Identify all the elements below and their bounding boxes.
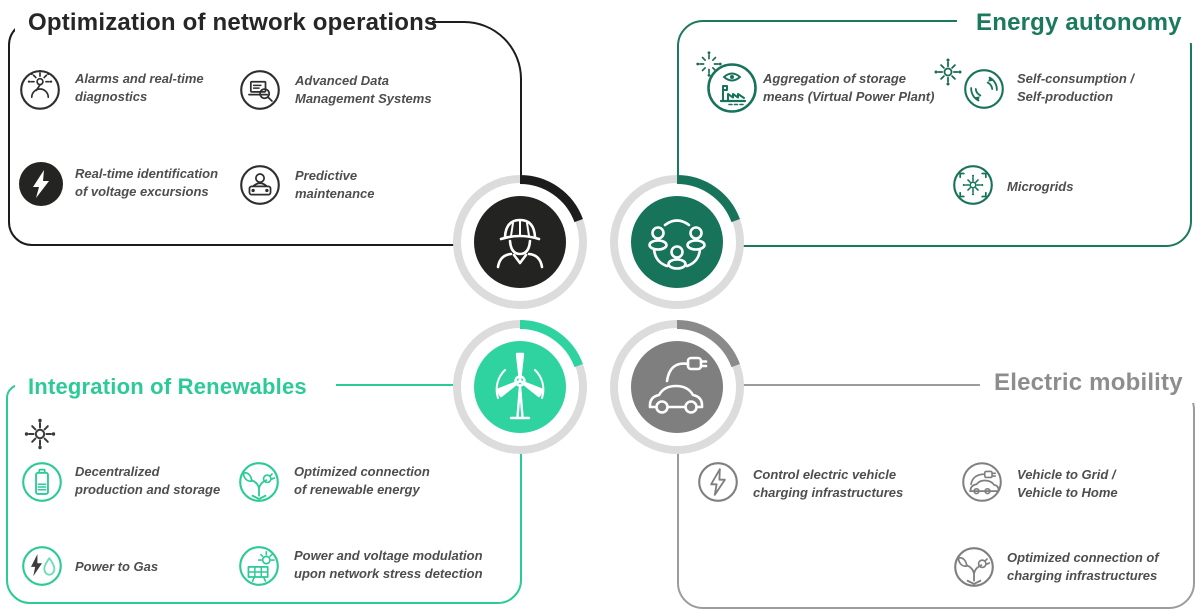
item-text-line: Self-production bbox=[1017, 88, 1114, 104]
community-energy-icon bbox=[631, 196, 723, 288]
item-text: Predictive maintenance bbox=[295, 167, 374, 202]
item-text: Power to Gas bbox=[75, 558, 158, 576]
item-text-line: of voltage excursions bbox=[75, 183, 209, 199]
network-burst-icon bbox=[22, 416, 58, 457]
voltage-excursions-icon bbox=[17, 160, 65, 208]
field-worker-icon bbox=[474, 196, 566, 288]
network-burst-icon bbox=[932, 56, 964, 93]
item-text: Power and voltage modulation upon networ… bbox=[294, 547, 483, 582]
item-text-line: Optimized connection of bbox=[1007, 550, 1159, 565]
item-text-line: production and storage bbox=[75, 481, 221, 497]
item-text-line: Control electric vehicle bbox=[753, 467, 897, 482]
electric-mobility-box bbox=[677, 384, 1195, 609]
battery-storage-icon bbox=[20, 460, 64, 504]
energy-autonomy-box bbox=[677, 20, 1192, 247]
item-text: Optimized connection of renewable energy bbox=[294, 463, 430, 498]
solar-modulation-icon bbox=[237, 544, 281, 588]
predictive-maintenance-icon bbox=[238, 163, 282, 207]
item-text: Aggregation of storage means (Virtual Po… bbox=[763, 70, 934, 105]
data-management-icon bbox=[238, 68, 282, 112]
item-text-line: Management Systems bbox=[295, 90, 432, 106]
item-text-line: Microgrids bbox=[1007, 179, 1074, 194]
item-text: Control electric vehicle charging infras… bbox=[753, 466, 903, 501]
title-text: Optimization of network operations bbox=[28, 9, 438, 36]
hub-network-operations bbox=[453, 175, 587, 309]
ev-charging-control-icon bbox=[696, 460, 740, 504]
item-text-line: Advanced Data bbox=[295, 73, 389, 88]
title-text: Energy autonomy bbox=[976, 9, 1182, 36]
alarms-diagnostics-icon bbox=[18, 67, 62, 111]
item-text-line: of renewable energy bbox=[294, 481, 420, 497]
hub-energy-autonomy bbox=[610, 175, 744, 309]
network-operations-title: Optimization of network operations bbox=[15, 3, 437, 43]
renewable-connection-icon bbox=[237, 460, 281, 504]
network-operations-box bbox=[8, 21, 522, 246]
item-text-line: charging infrastructures bbox=[1007, 567, 1158, 583]
vehicle-to-grid-icon bbox=[960, 460, 1004, 504]
title-text: Electric mobility bbox=[994, 369, 1183, 396]
wind-turbine-icon bbox=[474, 341, 566, 433]
item-text-line: diagnostics bbox=[75, 88, 148, 104]
item-text-line: upon network stress detection bbox=[294, 565, 483, 581]
item-text-line: Predictive bbox=[295, 168, 358, 183]
item-text-line: Optimized connection bbox=[294, 464, 430, 479]
renewables-title: Integration of Renewables bbox=[15, 370, 336, 403]
item-text: Advanced Data Management Systems bbox=[295, 72, 432, 107]
item-text-line: Vehicle to Home bbox=[1017, 484, 1118, 500]
item-text-line: charging infrastructures bbox=[753, 484, 904, 500]
item-text: Self-consumption / Self-production bbox=[1017, 70, 1134, 105]
item-text: Decentralized production and storage bbox=[75, 463, 220, 498]
item-text: Vehicle to Grid / Vehicle to Home bbox=[1017, 466, 1118, 501]
power-to-gas-icon bbox=[20, 544, 64, 588]
item-text-line: Aggregation of storage bbox=[763, 71, 907, 86]
item-text-line: Real-time identification bbox=[75, 166, 219, 181]
network-burst-icon bbox=[694, 49, 724, 84]
item-text-line: Power to Gas bbox=[75, 559, 159, 574]
title-text: Integration of Renewables bbox=[28, 373, 307, 399]
item-text: Real-time identification of voltage excu… bbox=[75, 165, 218, 200]
electric-mobility-title: Electric mobility bbox=[980, 363, 1197, 403]
item-text: Alarms and real-time diagnostics bbox=[75, 70, 204, 105]
item-text-line: maintenance bbox=[295, 185, 375, 201]
self-consumption-icon bbox=[962, 67, 1006, 111]
energy-autonomy-title: Energy autonomy bbox=[957, 3, 1197, 43]
hub-renewables bbox=[453, 320, 587, 454]
microgrids-icon bbox=[951, 163, 995, 207]
item-text: Optimized connection of charging infrast… bbox=[1007, 549, 1159, 584]
item-text-line: Decentralized bbox=[75, 464, 160, 479]
hub-electric-mobility bbox=[610, 320, 744, 454]
item-text-line: means (Virtual Power Plant) bbox=[763, 88, 935, 104]
electric-vehicle-icon bbox=[631, 341, 723, 433]
item-text: Microgrids bbox=[1007, 178, 1073, 196]
item-text-line: Power and voltage modulation bbox=[294, 548, 483, 563]
storage-aggregation-icon bbox=[705, 60, 759, 114]
item-text-line: Vehicle to Grid / bbox=[1017, 467, 1116, 482]
item-text-line: Alarms and real-time bbox=[75, 71, 204, 86]
charging-connection-icon bbox=[952, 545, 996, 589]
item-text-line: Self-consumption / bbox=[1017, 71, 1134, 86]
